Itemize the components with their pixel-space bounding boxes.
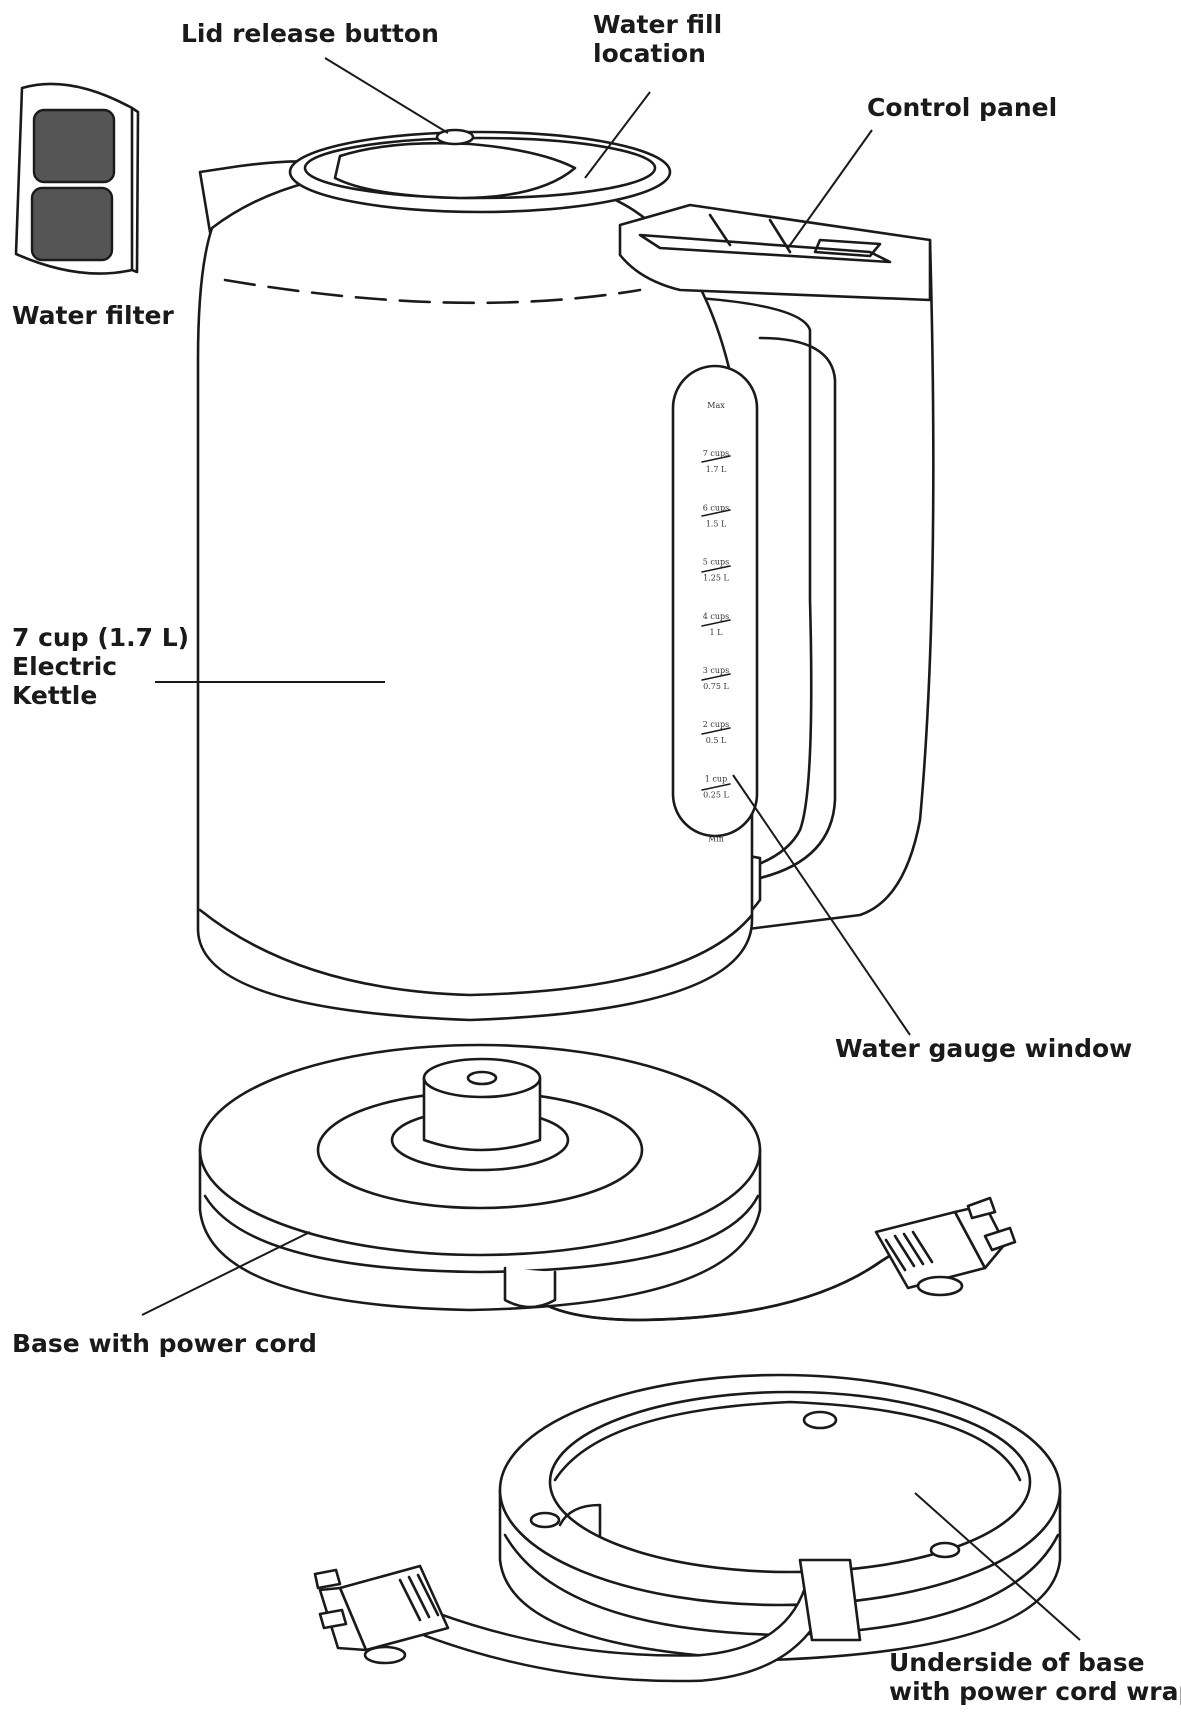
underside-of-base-illustration bbox=[313, 1373, 1062, 1683]
gauge-mark-top-label: 2 cups bbox=[703, 720, 730, 729]
gauge-mark-top-label: Min bbox=[708, 835, 724, 844]
gauge-mark-bottom-label: 0.5 L bbox=[706, 736, 727, 745]
gauge-mark-bottom-label: 0.25 L bbox=[703, 790, 729, 799]
leader-water-gauge bbox=[732, 774, 911, 1036]
leader-lid-release bbox=[324, 57, 449, 134]
kettle-illustration: Max 7 cups 1.7 L 6 cups 1.5 L 5 cups 1.25 L 4 c… bbox=[196, 128, 935, 1022]
leader-lines bbox=[141, 57, 1081, 1641]
gauge-mark-top-label: 3 cups bbox=[703, 666, 730, 675]
gauge-mark-top-label: 7 cups bbox=[703, 449, 730, 458]
label-lid-release-button: Lid release button bbox=[181, 19, 439, 48]
gauge-mark-bottom-label: 1.25 L bbox=[703, 574, 729, 583]
label-water-filter: Water filter bbox=[12, 301, 174, 330]
label-kettle: 7 cup (1.7 L) Electric Kettle bbox=[12, 623, 190, 710]
leader-water-fill bbox=[584, 91, 651, 179]
leader-underside bbox=[914, 1492, 1081, 1641]
label-control-panel: Control panel bbox=[867, 93, 1058, 122]
water-gauge-window-outline bbox=[671, 364, 759, 838]
water-filter-illustration bbox=[14, 82, 140, 275]
label-underside-of-base: Underside of base with power cord wrap bbox=[889, 1648, 1181, 1706]
gauge-scale-labels: Max 7 cups 1.7 L 6 cups 1.5 L 5 cups 1.25 L 4 c… bbox=[703, 401, 730, 844]
gauge-mark-top-label: 5 cups bbox=[703, 558, 730, 567]
base-with-power-cord-illustration bbox=[198, 1043, 1017, 1322]
gauge-mark-bottom-label: 1.5 L bbox=[706, 519, 727, 528]
gauge-mark-bottom-label: 0.75 L bbox=[703, 682, 729, 691]
gauge-mark-top-label: 6 cups bbox=[703, 503, 730, 512]
gauge-scale-ticks bbox=[701, 455, 731, 791]
leader-control-panel bbox=[787, 129, 873, 249]
leader-base bbox=[141, 1231, 311, 1316]
label-water-fill-location: Water fill location bbox=[593, 10, 723, 68]
gauge-mark-top-label: Max bbox=[707, 401, 725, 410]
label-base-with-power-cord: Base with power cord bbox=[12, 1329, 317, 1358]
gauge-mark-top-label: 1 cup bbox=[705, 774, 727, 783]
gauge-mark-bottom-label: 1.7 L bbox=[706, 465, 727, 474]
gauge-mark-bottom-label: 1 L bbox=[710, 628, 724, 637]
label-water-gauge-window: Water gauge window bbox=[835, 1034, 1133, 1063]
gauge-mark-top-label: 4 cups bbox=[703, 612, 730, 621]
